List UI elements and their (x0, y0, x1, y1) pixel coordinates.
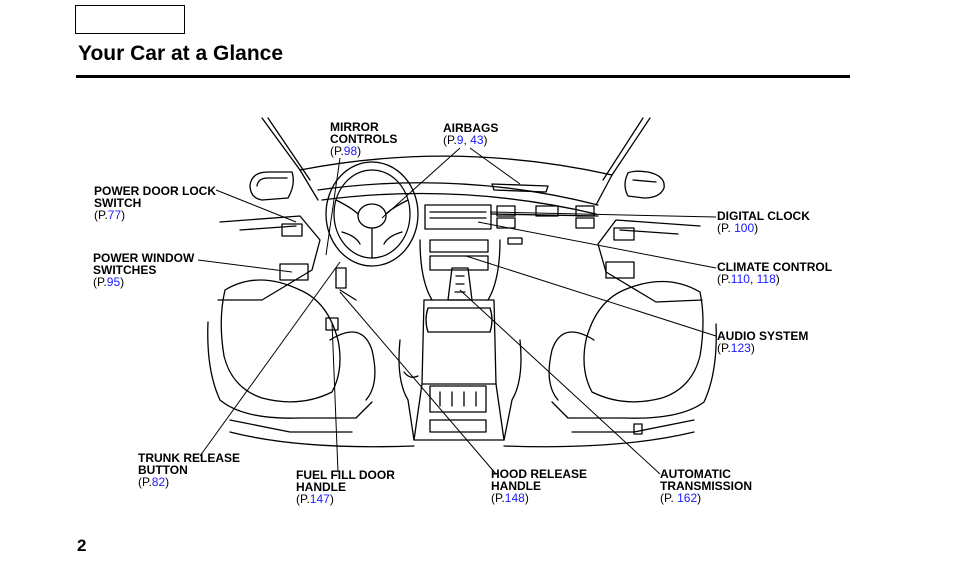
callout-audio-system: AUDIO SYSTEM (P.123) (717, 330, 808, 354)
callout-fuel-line2: HANDLE (296, 480, 346, 494)
callout-trunk-line2: BUTTON (138, 463, 188, 477)
ref-prefix: (P. (330, 144, 344, 158)
callout-digital-clock: DIGITAL CLOCK (P. 100) (717, 210, 810, 234)
callout-trans-line2: TRANSMISSION (660, 479, 753, 493)
callout-mirror-controls: MIRROR CONTROLS (P.98) (330, 121, 397, 157)
ref-suffix: ) (120, 275, 125, 289)
callout-mirror-line1: MIRROR (330, 120, 379, 134)
page-link-100[interactable]: 100 (734, 221, 755, 235)
callout-doorlock-line2: SWITCH (94, 196, 142, 210)
ref-suffix: ) (750, 341, 755, 355)
callout-window-line2: SWITCHES (93, 263, 157, 277)
ref-suffix: ) (754, 221, 759, 235)
ref-prefix: (P. (296, 492, 310, 506)
page-link-162[interactable]: 162 (677, 491, 698, 505)
page-number: 2 (77, 536, 87, 555)
callout-hood-release: HOOD RELEASE HANDLE (P.148) (491, 468, 587, 504)
page-title: Your Car at a Glance (78, 42, 284, 65)
callout-trunk-release: TRUNK RELEASE BUTTON (P.82) (138, 452, 240, 488)
ref-separator: , (749, 272, 757, 286)
callout-fuel-line1: FUEL FILL DOOR (296, 468, 395, 482)
ref-prefix: (P. (443, 133, 457, 147)
ref-prefix: (P. (491, 491, 505, 505)
callout-trans-line1: AUTOMATIC (660, 467, 731, 481)
callout-audio-line1: AUDIO SYSTEM (717, 329, 809, 343)
callout-trunk-line1: TRUNK RELEASE (138, 451, 241, 465)
callout-clock-line1: DIGITAL CLOCK (717, 209, 810, 223)
page-link-82[interactable]: 82 (151, 475, 166, 489)
callout-power-door-lock: POWER DOOR LOCK SWITCH (P.77) (94, 185, 216, 221)
title-rule (76, 75, 850, 78)
callout-window-line1: POWER WINDOW (93, 251, 195, 265)
ref-separator: , (463, 133, 471, 147)
callout-fuel-fill-door: FUEL FILL DOOR HANDLE (P.147) (296, 469, 395, 505)
ref-suffix: ) (329, 492, 334, 506)
callout-power-window: POWER WINDOW SWITCHES (P.95) (93, 252, 194, 288)
page-link-98[interactable]: 98 (343, 144, 358, 158)
page-link-77[interactable]: 77 (107, 208, 122, 222)
callout-airbags: AIRBAGS (P.9, 43) (443, 122, 498, 146)
ref-suffix: ) (165, 475, 170, 489)
ref-prefix: (P. (138, 475, 152, 489)
ref-suffix: ) (483, 133, 488, 147)
page-link-95[interactable]: 95 (106, 275, 121, 289)
page-link-147[interactable]: 147 (309, 492, 330, 506)
ref-prefix: (P. (94, 208, 108, 222)
page-link-43[interactable]: 43 (470, 133, 484, 147)
ref-suffix: ) (775, 272, 780, 286)
callout-hood-line1: HOOD RELEASE (491, 467, 588, 481)
page-link-9[interactable]: 9 (456, 133, 464, 147)
page-link-110[interactable]: 110 (730, 272, 750, 286)
ref-prefix: (P. (717, 221, 735, 235)
callout-airbags-line1: AIRBAGS (443, 121, 499, 135)
header-tab-box (75, 5, 185, 34)
ref-prefix: (P. (717, 341, 731, 355)
callout-climate-line1: CLIMATE CONTROL (717, 260, 833, 274)
callout-hood-line2: HANDLE (491, 479, 541, 493)
ref-prefix: (P. (660, 491, 678, 505)
ref-suffix: ) (357, 144, 362, 158)
ref-prefix: (P. (717, 272, 731, 286)
callout-mirror-line2: CONTROLS (330, 132, 398, 146)
ref-suffix: ) (121, 208, 126, 222)
page-link-118[interactable]: 118 (756, 272, 776, 286)
ref-suffix: ) (697, 491, 702, 505)
ref-prefix: (P. (93, 275, 107, 289)
page-link-148[interactable]: 148 (504, 491, 525, 505)
callout-doorlock-line1: POWER DOOR LOCK (94, 184, 216, 198)
callout-climate-control: CLIMATE CONTROL (P.110, 118) (717, 261, 832, 285)
page-link-123[interactable]: 123 (730, 341, 751, 355)
ref-suffix: ) (524, 491, 529, 505)
callout-automatic-transmission: AUTOMATIC TRANSMISSION (P. 162) (660, 468, 752, 504)
